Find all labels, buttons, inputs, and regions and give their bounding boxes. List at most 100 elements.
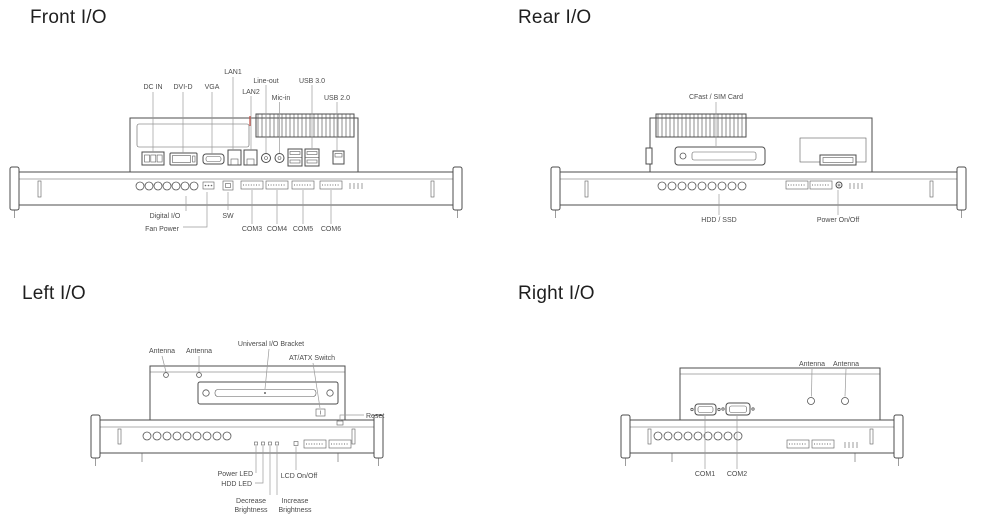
vesa-slot (430, 180, 435, 198)
label-hdd-ssd: HDD / SSD (701, 217, 736, 224)
vga-port (202, 153, 225, 165)
rear-io-quadrant: Rear I/O (500, 0, 1000, 263)
label-increase-line2: Brightness (278, 507, 312, 514)
right-panel-bar (620, 414, 904, 466)
reset-button (336, 420, 344, 426)
label-antenna-1: Antenna (799, 361, 825, 368)
front-leader-lines (152, 77, 338, 228)
mount-clamp-right (373, 414, 384, 459)
vesa-slot (647, 428, 652, 445)
label-hdd-led: HDD LED (221, 481, 252, 488)
antenna-hole-1 (807, 397, 815, 405)
right-labels: Antenna Antenna COM1 COM2 (695, 361, 859, 478)
label-power-led: Power LED (218, 471, 253, 478)
label-com5: COM5 (293, 226, 313, 233)
label-antenna-2: Antenna (186, 348, 212, 355)
left-chassis (149, 365, 346, 421)
power-led (254, 441, 258, 446)
mount-clamp-left (550, 166, 561, 211)
label-vga: VGA (205, 84, 220, 91)
bar-tick-marks (844, 442, 858, 448)
bar-tick-marks (849, 183, 863, 189)
com3-header (240, 180, 264, 190)
leader-universal-bracket (264, 348, 270, 390)
label-lcd-onoff: LCD On/Off (281, 473, 317, 480)
leader-antenna-1 (811, 368, 813, 397)
bar-tick-marks (349, 183, 363, 189)
leader-reset (339, 414, 364, 421)
front-panel-bar (9, 166, 463, 218)
label-com2: COM2 (727, 471, 747, 478)
leader-antenna-1 (161, 355, 167, 373)
label-dvi-d: DVI-D (173, 84, 192, 91)
digital-io-terminals (135, 181, 199, 191)
cooling-fins (655, 113, 747, 138)
pin-headers (303, 439, 352, 449)
vesa-slot (117, 428, 122, 445)
label-antenna-1: Antenna (149, 348, 175, 355)
decrease-brightness-button (268, 441, 272, 446)
label-usb20: USB 2.0 (324, 95, 350, 102)
label-usb30: USB 3.0 (299, 78, 325, 85)
right-io-title: Right I/O (518, 283, 595, 304)
pin-headers (785, 180, 833, 190)
leader-atx-switch (312, 362, 321, 409)
universal-io-bracket (197, 381, 339, 405)
front-io-diagram: LAN1 DC IN DVI-D VGA LAN2 Line-out Mic-i… (9, 69, 463, 233)
fan-power-connector (202, 181, 215, 190)
rear-chassis (645, 113, 873, 173)
terminal-holes (142, 431, 232, 441)
leader-fan-power (183, 192, 208, 228)
front-ports (141, 148, 345, 167)
at-atx-switch (315, 408, 326, 417)
rear-labels: CFast / SIM Card HDD / SSD Power On/Off (689, 94, 859, 224)
mount-clamp-right (956, 166, 967, 211)
mount-clamp-right (893, 414, 904, 459)
leader-antenna-2 (844, 368, 847, 397)
increase-brightness-button (275, 441, 279, 446)
label-sw: SW (222, 213, 234, 220)
com4-header (265, 180, 289, 190)
lan2-port (243, 149, 258, 166)
com2-connector (721, 402, 755, 416)
right-leader-lines (704, 368, 847, 469)
cfast-sim-slot (674, 146, 766, 166)
leader-hdd-led (255, 446, 264, 484)
line-out-jack (261, 153, 271, 163)
front-labels: LAN1 DC IN DVI-D VGA LAN2 Line-out Mic-i… (143, 69, 350, 233)
vesa-slot (584, 180, 589, 198)
label-com6: COM6 (321, 226, 341, 233)
rear-io-title: Rear I/O (518, 7, 592, 28)
mount-clamp-right (452, 166, 463, 211)
dc-in-port (141, 151, 165, 166)
side-tab (645, 147, 653, 165)
label-power-onoff: Power On/Off (817, 217, 859, 224)
usb3-ports (287, 148, 320, 167)
label-dc-in: DC IN (143, 84, 162, 91)
left-io-diagram: Antenna Antenna Universal I/O Bracket AT… (90, 341, 384, 514)
antenna-hole-2 (841, 397, 849, 405)
dvi-d-port (169, 152, 198, 166)
vesa-slot (351, 428, 356, 445)
label-universal-bracket: Universal I/O Bracket (238, 341, 304, 348)
rear-io-diagram: CFast / SIM Card HDD / SSD Power On/Off (550, 94, 967, 224)
com5-header (291, 180, 315, 190)
left-io-title: Left I/O (22, 283, 86, 304)
label-line-out: Line-out (253, 78, 278, 85)
label-fan-power: Fan Power (145, 226, 180, 233)
left-labels: Antenna Antenna Universal I/O Bracket AT… (149, 341, 384, 514)
label-mic-in: Mic-in (272, 95, 291, 102)
mount-clamp-left (90, 414, 101, 459)
antenna-hole-1 (163, 372, 169, 378)
terminal-holes (653, 431, 743, 441)
left-leader-lines (161, 348, 364, 495)
label-com4: COM4 (267, 226, 287, 233)
cooling-fins (255, 113, 355, 138)
vesa-slot (37, 180, 42, 198)
label-reset: Reset (366, 413, 384, 420)
label-digital-io: Digital I/O (150, 213, 181, 220)
vesa-slot (929, 180, 934, 198)
mount-clamp-left (9, 166, 20, 211)
label-increase-line1: Increase (282, 498, 309, 505)
com6-header (319, 180, 343, 190)
